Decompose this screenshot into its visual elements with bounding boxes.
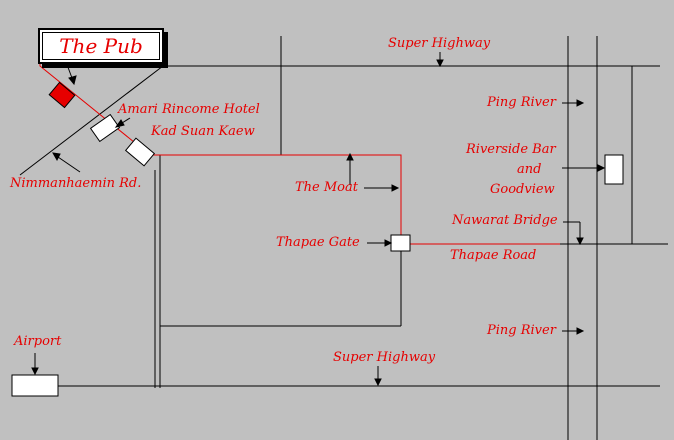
riverside-bar-label-line2: and (517, 162, 542, 177)
nimmanhaemin-road (19, 65, 164, 176)
amari-rincome-hotel-label: Amari Rincome Hotel (118, 102, 260, 117)
ping-river-bottom-label: Ping River (487, 323, 556, 338)
riverside-bar-marker (604, 154, 624, 185)
riverside-arrowhead (597, 164, 606, 172)
nimmanhaemin-arrow (57, 156, 81, 173)
riverside-bar-label-line3: Goodview (490, 182, 555, 197)
pub-arrowhead (68, 75, 77, 86)
moat-up-arrowhead (346, 152, 354, 161)
nimmanhaemin-arrowhead (52, 152, 61, 162)
thapae-road-label: Thapae Road (450, 248, 537, 263)
nimmanhaemin-rd-label: Nimmanhaemin Rd. (10, 176, 142, 191)
airport-marker (11, 374, 59, 397)
moat-right-arrowhead (391, 184, 400, 192)
amari-rincome-marker (89, 113, 121, 143)
super-highway-bottom-label: Super Highway (333, 350, 436, 365)
airport-arrowhead (31, 367, 39, 376)
ping-river-top-label: Ping River (487, 95, 556, 110)
ping-river-bottom-arrowhead (576, 327, 585, 335)
nawarat-arrowhead (576, 237, 584, 246)
pub-marker (48, 81, 76, 109)
nawarat-bridge-label: Nawarat Bridge (452, 213, 558, 228)
super-highway-bottom-arrowhead (374, 378, 382, 387)
thapae-gate-arrowhead (384, 239, 393, 247)
thapae-gate-marker (390, 234, 411, 252)
amari-arrow (121, 117, 131, 124)
super-highway-top-label: Super Highway (388, 36, 491, 51)
ping-river-top-arrowhead (576, 99, 585, 107)
pub-arrow (65, 61, 73, 79)
map-title: The Pub (59, 34, 143, 58)
amari-arrowhead (114, 119, 125, 128)
thapae-gate-label: Thapae Gate (276, 235, 360, 250)
title-box: The Pub (38, 28, 164, 64)
riverside-bar-label-line1: Riverside Bar (466, 142, 556, 157)
route-line (39, 58, 560, 245)
kad-suan-kaew-label: Kad Suan Kaew (151, 124, 255, 139)
super-highway-top-arrowhead (436, 59, 444, 68)
kad-suan-kaew-marker (124, 137, 156, 167)
the-moat-label: The Moat (295, 180, 358, 195)
airport-label: Airport (14, 334, 62, 349)
